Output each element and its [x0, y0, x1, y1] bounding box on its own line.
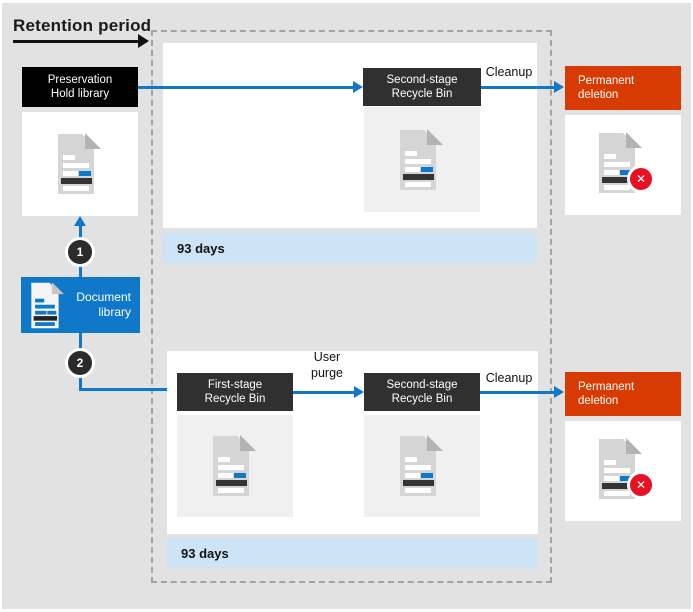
delete-x-icon: ✕	[627, 165, 655, 193]
node-label-wrap: Document library	[69, 290, 131, 320]
document-icon	[58, 133, 101, 194]
document-icon	[400, 435, 443, 496]
flow-arrowhead-icon	[554, 81, 564, 93]
top-duration-bar: 93 days	[163, 233, 537, 263]
node-label: Permanent	[578, 75, 635, 87]
node-permanent-deletion-top: Permanent deletion	[565, 66, 681, 110]
deleted-document-panel-top: ✕	[565, 115, 681, 215]
retention-arrowhead-icon	[138, 34, 149, 48]
node-first-stage-recycle-bin: First-stage Recycle Bin	[177, 373, 293, 411]
node-permanent-deletion-bottom: Permanent deletion	[565, 372, 681, 416]
node-label: deletion	[578, 89, 619, 101]
document-icon	[213, 435, 256, 496]
node-label: library	[98, 305, 131, 319]
delete-x-icon: ✕	[627, 471, 655, 499]
flow-arrowhead-icon	[74, 216, 86, 226]
node-document-library: Document library	[21, 277, 140, 333]
deleted-document-panel-bottom: ✕	[565, 421, 681, 521]
flow-line-cleanup-top	[481, 86, 556, 89]
first-stage-document-panel	[177, 415, 293, 517]
x-glyph: ✕	[635, 172, 647, 186]
edge-label-line: User	[313, 350, 341, 364]
edge-label-cleanup-bottom: Cleanup	[485, 371, 533, 385]
step-number: 1	[76, 245, 84, 259]
flow-line-user-purge	[293, 391, 356, 394]
node-label: First-stage	[207, 379, 263, 391]
node-label: Second-stage	[386, 379, 458, 391]
document-icon	[400, 129, 443, 190]
node-label: deletion	[578, 395, 619, 407]
flow-arrowhead-icon	[554, 386, 564, 398]
node-label: Hold library	[50, 88, 110, 100]
step-1-badge: 1	[65, 237, 95, 267]
node-label: Permanent	[578, 381, 635, 393]
second-stage-top-document-panel	[364, 107, 480, 212]
x-glyph: ✕	[635, 478, 647, 492]
second-stage-bottom-document-panel	[364, 415, 480, 517]
node-label: Recycle Bin	[204, 393, 266, 405]
document-library-icon	[31, 282, 64, 329]
bottom-duration-bar: 93 days	[167, 538, 538, 568]
node-label: Recycle Bin	[391, 393, 453, 405]
bottom-duration-label: 93 days	[181, 545, 229, 561]
retention-period-container	[151, 30, 552, 583]
node-second-stage-recycle-bin-bottom: Second-stage Recycle Bin	[364, 373, 480, 411]
node-label: Second-stage	[386, 74, 458, 86]
node-second-stage-recycle-bin-top: Second-stage Recycle Bin	[363, 68, 481, 106]
diagram-canvas: Retention period 93 days Preservation Ho…	[2, 3, 691, 609]
step-number: 2	[76, 356, 84, 370]
node-label: Preservation	[47, 74, 113, 86]
edge-label-user-purge: User purge	[299, 349, 355, 381]
edge-label-line: purge	[311, 366, 343, 380]
node-preservation-hold-library: Preservation Hold library	[22, 67, 138, 107]
flow-line-cleanup-bottom	[480, 391, 556, 394]
top-duration-label: 93 days	[177, 240, 225, 256]
node-label: Recycle Bin	[391, 88, 453, 100]
edge-label-cleanup-top: Cleanup	[485, 65, 533, 79]
flow-arrowhead-icon	[353, 81, 363, 93]
node-label: Document	[76, 290, 131, 304]
retention-arrow-line	[13, 40, 140, 43]
page-title: Retention period	[13, 16, 152, 35]
preservation-hold-document-panel	[22, 112, 138, 216]
step-2-badge: 2	[65, 348, 95, 378]
flow-line-step2-horizontal	[78, 388, 169, 391]
flow-arrowhead-icon	[354, 386, 364, 398]
flow-line-hold-to-recycle	[138, 86, 355, 89]
